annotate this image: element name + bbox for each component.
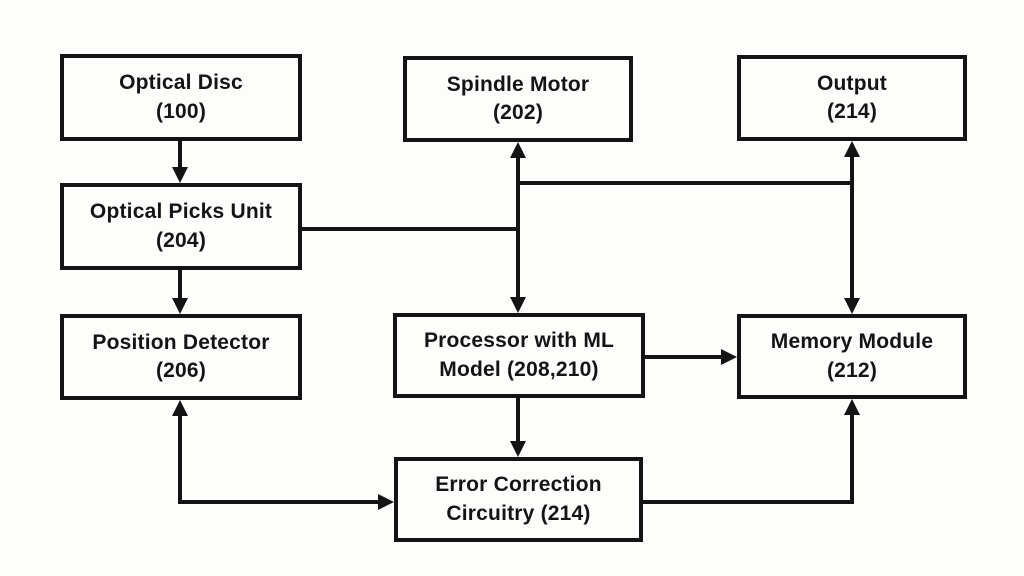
node-ref: (100) xyxy=(155,99,207,123)
node-label: Optical Picks Unit xyxy=(89,200,273,224)
node-spindle-motor: Spindle Motor (202) xyxy=(403,56,633,142)
arrowhead xyxy=(510,142,526,158)
arrowhead xyxy=(721,349,737,365)
node-optical-disc: Optical Disc (100) xyxy=(60,54,302,141)
node-label: Error Correction xyxy=(435,473,602,497)
node-processor-ml-model: Processor with ML Model (208,210) xyxy=(393,313,645,398)
node-label: Spindle Motor xyxy=(446,72,590,96)
node-ref: (204) xyxy=(155,228,207,252)
arrowhead xyxy=(844,399,860,415)
arrowhead xyxy=(172,400,188,416)
node-ref: Circuitry (214) xyxy=(446,501,591,525)
node-label: Output xyxy=(816,71,887,95)
node-ref: (206) xyxy=(155,359,207,382)
arrowhead xyxy=(172,167,188,183)
arrowhead xyxy=(844,141,860,157)
node-label: Position Detector xyxy=(92,330,270,354)
node-label: Processor with ML xyxy=(423,329,615,353)
node-ref: (214) xyxy=(826,100,878,123)
node-label: Optical Disc xyxy=(119,71,243,95)
arrowhead xyxy=(172,298,188,314)
arrowhead xyxy=(510,441,526,457)
node-error-correction-circuitry: Error Correction Circuitry (214) xyxy=(394,457,643,542)
node-ref: (212) xyxy=(826,358,878,382)
edge-error-to-memory-elbow xyxy=(643,413,854,504)
node-label: Memory Module xyxy=(770,330,934,354)
node-optical-picks-unit: Optical Picks Unit (204) xyxy=(60,183,302,270)
node-ref: Model (208,210) xyxy=(439,357,599,381)
arrowheads xyxy=(172,141,860,510)
arrowhead xyxy=(844,298,860,314)
node-position-detector: Position Detector (206) xyxy=(60,314,302,400)
node-memory-module: Memory Module (212) xyxy=(737,314,967,399)
node-ref: (202) xyxy=(492,101,544,124)
arrowhead xyxy=(378,494,394,510)
arrowhead xyxy=(510,297,526,313)
edge-position-error-elbow xyxy=(178,414,380,504)
node-output: Output (214) xyxy=(737,55,967,141)
